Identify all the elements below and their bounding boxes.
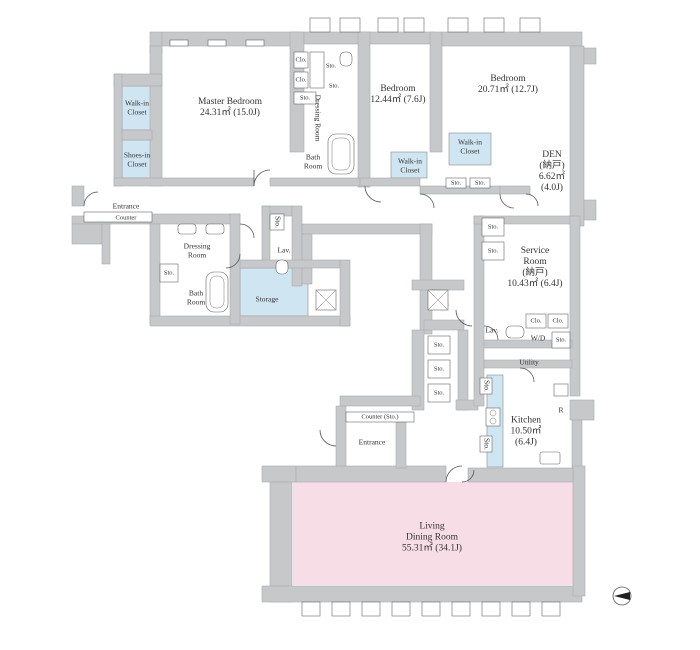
room-name-2: Dining Room [406,532,458,543]
master-bedroom-label: Master Bedroom 24.31㎡ (15.0J) [198,97,262,119]
room-sub: (納戸) [539,161,565,172]
shoes-in-closet-label: Shoes-in Closet [124,151,150,168]
label-line: Closet [460,146,480,155]
label-line: Shoes-in [123,150,151,160]
sto-label: Sto. [450,179,462,187]
room-area: 10.50㎡ [510,426,542,437]
sto-label: Sto. [325,62,337,70]
walk-in-closet-2-label: Walk-in Closet [398,157,422,174]
room-area-j: (4.0J) [541,182,563,193]
sto-label: Sto. [487,223,499,231]
sto-label: Sto. [555,336,567,344]
sto-label: Sto. [482,438,492,450]
label-line: Room [303,161,323,170]
label-line: Closet [127,159,147,168]
room-name: Living [419,521,445,532]
label-line: Closet [400,165,420,174]
walk-in-closet-2-fill [390,151,428,179]
walk-in-closet-label: Walk-in Closet [125,99,149,116]
room-area-j: (6.4J) [515,437,537,448]
walk-in-closet-3-label: Walk-in Closet [458,138,482,155]
bedroom-2-label: Bedroom 20.71㎡ (12.7J) [478,74,538,96]
living-room-fill [293,482,573,585]
sto-label: Sto. [482,380,492,392]
room-name: Bedroom [490,74,526,85]
sto-label: Sto. [433,389,445,397]
label-line: Walk-in [125,98,149,108]
room-name: DEN [542,150,562,161]
room-area: 12.44㎡ (7.6J) [370,95,426,105]
bedroom-1-label: Bedroom 12.44㎡ (7.6J) [370,84,425,106]
closet-label: Clo. [295,56,307,64]
sto-label: Sto. [273,216,283,228]
room-name: Service [520,246,550,257]
room-area: 20.71㎡ (12.7J) [478,85,538,95]
walk-in-closet-3-fill [448,132,492,166]
lav-1-label: Lav. [277,245,291,255]
closet-label: Clo. [552,317,564,325]
sto-label: Sto. [474,179,486,187]
kitchen-label: Kitchen 10.50㎡ (6.4J) [511,416,542,449]
closet-label: Clo. [295,76,307,84]
label-line: Closet [127,107,147,116]
room-area: 55.31㎡ (34.1J) [402,543,462,554]
storage-label: Storage [255,294,279,304]
sto-label: Sto. [433,341,445,349]
sto-label: Sto. [487,247,499,255]
closet-label: Clo. [530,317,542,325]
bath-room-2-label: Bath Room [187,289,205,306]
sto-label: Sto. [328,82,340,90]
fixtures [177,51,569,465]
sto-label: Sto. [163,269,175,277]
sto-label: Sto. [299,94,311,102]
label-line: Bath [188,288,204,298]
walls [71,31,597,603]
room-name: Kitchen [510,415,542,426]
sto-label: Sto. [433,365,445,373]
service-room-label: Service Room (納戸) 10.43㎡ (6.4J) [507,246,562,290]
room-name-2: Room [523,257,547,268]
storage-boxes [83,51,571,453]
living-dining-label: Living Dining Room 55.31㎡ (34.1J) [402,522,462,555]
bath-room-1-label: Bath Room [304,153,322,170]
dressing-room-2-label: Dressing Room [184,242,211,259]
entrance-2-label: Entrance [358,437,386,447]
den-label: DEN (納戸) 6.62㎡ (4.0J) [539,150,565,194]
label-line: Room [186,297,206,306]
refrigerator-label: R [558,405,564,415]
windows [169,17,561,617]
room-name: Bedroom [380,84,416,95]
label-line: Room [187,250,207,259]
room-area: 10.43㎡ (6.4J) [507,278,563,289]
room-area: 24.31㎡ (15.0J) [200,108,260,118]
compass-north-icon [612,586,632,606]
label-line: Dressing [183,241,211,251]
utility-label: Utility [519,357,539,367]
entrance-1-label: Entrance [112,201,140,211]
counter-2-label: Counter (Sto.) [361,413,399,421]
dressing-room-label: Dressing Room [313,94,323,142]
label-line: Walk-in [398,156,422,166]
room-area: 6.62㎡ [538,172,566,182]
walk-in-closet-fill [121,85,153,131]
label-line: Walk-in [458,137,482,147]
counter-1-label: Counter [115,214,137,222]
room-name: Master Bedroom [197,97,263,108]
room-sub: (納戸) [522,268,548,278]
lav-2-label: Lav. [485,325,499,335]
label-line: Bath [305,152,321,162]
washer-dryer-label: W/D [530,333,546,343]
